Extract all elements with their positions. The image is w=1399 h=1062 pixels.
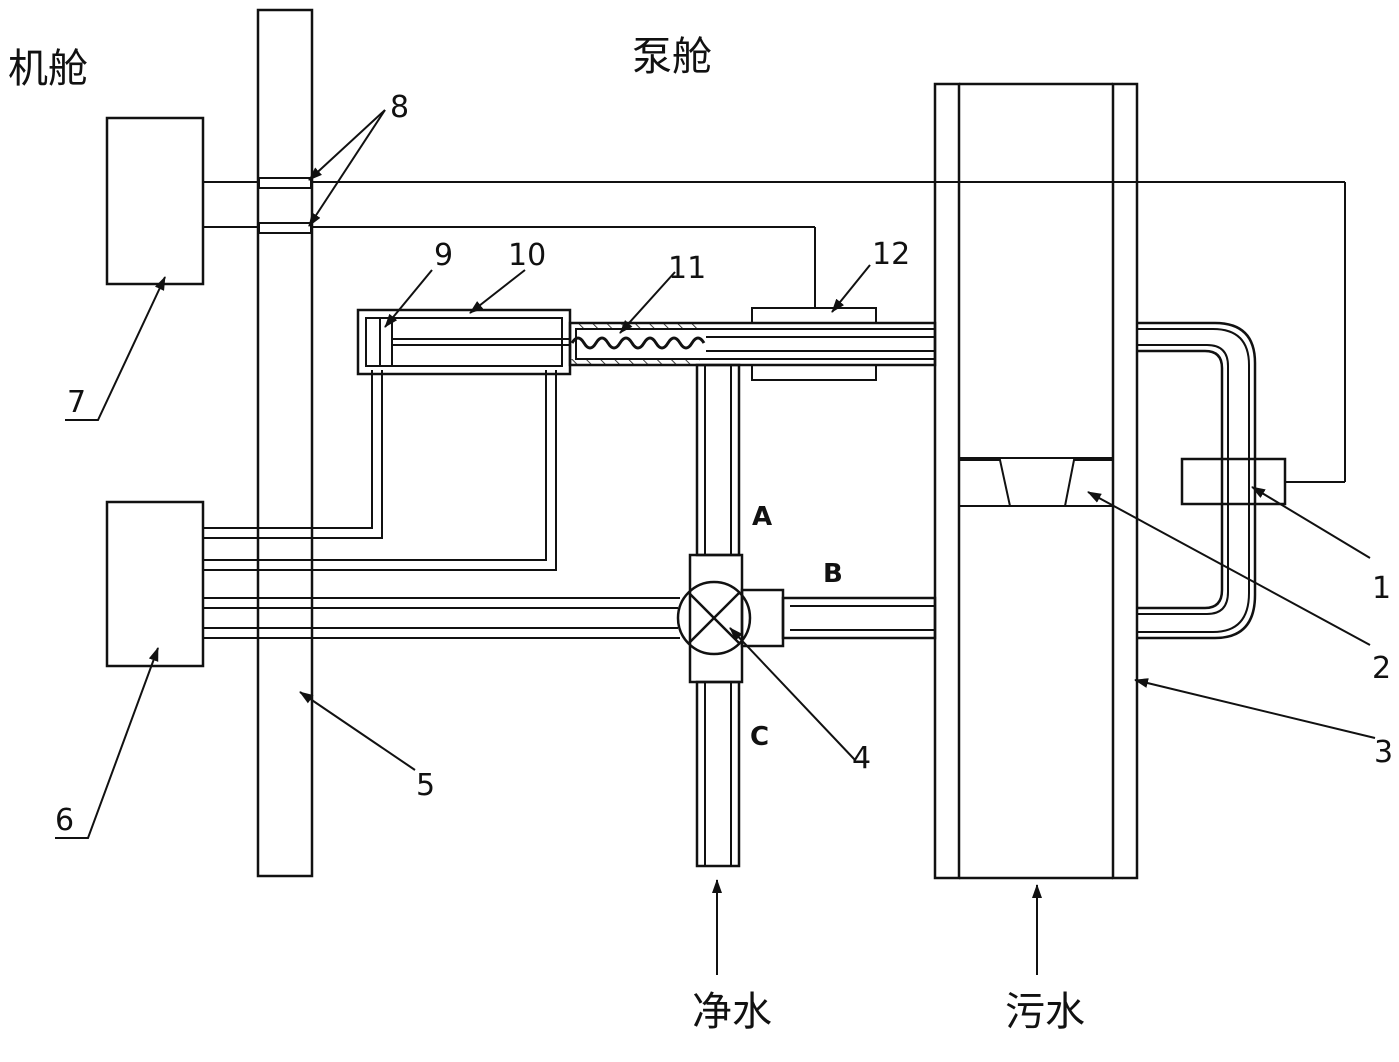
three-way-valve <box>676 553 785 684</box>
sewage-label: 污水 <box>1005 989 1085 1035</box>
callout-4: 4 <box>852 741 871 776</box>
callout-9: 9 <box>434 238 453 273</box>
callout-leaders <box>55 109 1376 839</box>
callout-12: 12 <box>872 237 910 272</box>
callout-1: 1 <box>1372 571 1391 606</box>
sensor-12 <box>751 307 877 381</box>
bypass-pipe <box>1137 321 1257 640</box>
control-box-6 <box>105 500 205 668</box>
callout-10: 10 <box>508 238 546 273</box>
port-b-label: B <box>823 559 843 589</box>
pump-room-label: 泵舱 <box>632 34 712 80</box>
sensor-1 <box>1180 457 1287 506</box>
clean-water-pipe <box>695 363 741 868</box>
callout-3: 3 <box>1374 735 1393 770</box>
port-c-label: C <box>750 722 769 752</box>
callout-6: 6 <box>55 803 74 838</box>
control-box-7 <box>105 116 205 286</box>
spring <box>570 336 706 350</box>
callout-11: 11 <box>668 251 706 286</box>
control-wiring <box>203 370 680 639</box>
callout-5: 5 <box>416 768 435 803</box>
signal-lines <box>203 177 1346 483</box>
callout-2: 2 <box>1372 651 1391 686</box>
actuator-cylinder <box>356 308 572 376</box>
engine-room-label: 机舱 <box>8 46 88 92</box>
port-a-label: A <box>752 502 772 532</box>
callout-8: 8 <box>390 90 409 125</box>
clean-water-label: 净水 <box>692 989 772 1035</box>
bulkhead-wall <box>256 8 314 878</box>
callout-7: 7 <box>67 385 86 420</box>
pipe-b <box>781 596 937 640</box>
sewage-tank <box>933 82 1139 880</box>
push-rod-pipe <box>568 321 937 367</box>
